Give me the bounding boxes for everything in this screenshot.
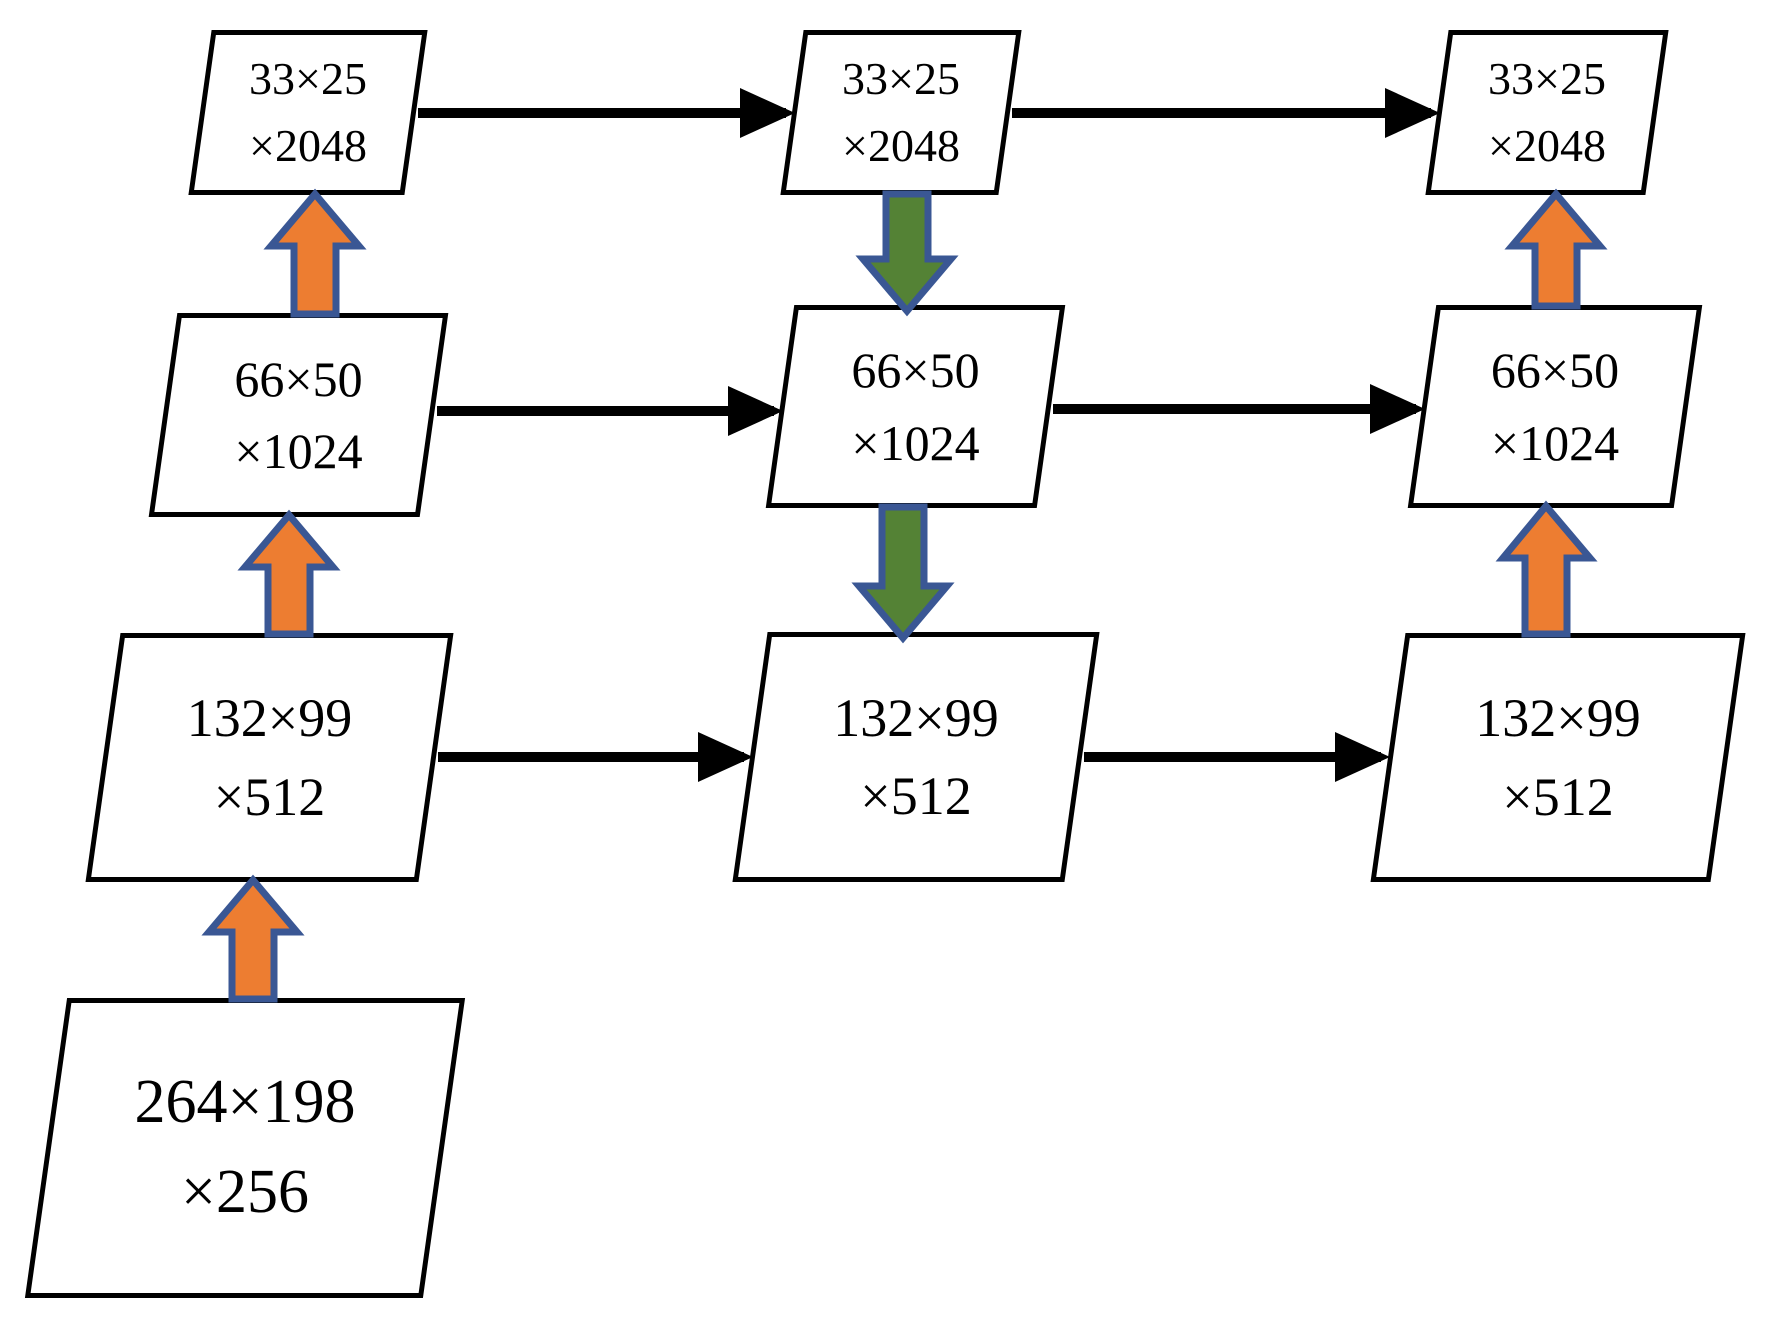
feature-box-label: 33×25 ×2048 xyxy=(1437,30,1657,195)
dims-line1: 33×25 xyxy=(1488,52,1606,104)
dims-line2: ×1024 xyxy=(851,414,980,471)
dims-line2: ×512 xyxy=(1502,766,1614,827)
dims-line2: ×1024 xyxy=(1490,414,1620,471)
dims-line2: ×2048 xyxy=(249,119,367,171)
dims-line2: ×2048 xyxy=(1488,119,1606,171)
dims-line1: 132×99 xyxy=(833,687,999,748)
feature-box-label: 33×25 ×2048 xyxy=(200,30,416,195)
feature-box-row4-col1: 264×198 ×256 xyxy=(24,998,466,1298)
dims-line1: 66×50 xyxy=(1490,342,1620,398)
feature-box-row2-col3: 66×50 ×1024 xyxy=(1407,305,1703,508)
dims-line2: ×512 xyxy=(860,766,972,826)
feature-box-row1-col2: 33×25 ×2048 xyxy=(780,30,1022,195)
upsample-arrow-left-row4-to-row3 xyxy=(201,874,305,1003)
feature-box-row2-col2: 66×50 ×1024 xyxy=(765,305,1066,508)
dims-line1: 66×50 xyxy=(234,350,363,407)
feature-box-row3-col3: 132×99 ×512 xyxy=(1370,633,1746,882)
feature-box-label: 132×99 ×512 xyxy=(1388,633,1728,882)
upsample-arrow-right-row3-to-row2 xyxy=(1495,500,1598,638)
feature-box-row1-col3: 33×25 ×2048 xyxy=(1425,30,1669,195)
dims-line1: 33×25 xyxy=(842,52,960,104)
feature-box-label: 66×50 ×1024 xyxy=(780,305,1051,508)
upsample-arrow-left-row2-to-row1 xyxy=(263,188,367,318)
feature-box-label: 264×198 ×256 xyxy=(46,998,444,1298)
downsample-arrow-middle-row2-to-row3 xyxy=(851,503,955,644)
feature-box-label: 66×50 ×1024 xyxy=(163,313,434,517)
feature-box-label: 66×50 ×1024 xyxy=(1422,305,1688,508)
upsample-arrow-right-row2-to-row1 xyxy=(1504,188,1608,310)
dims-line1: 132×99 xyxy=(1475,688,1641,749)
dims-line1: 264×198 xyxy=(134,1068,356,1137)
dims-line2: ×512 xyxy=(213,766,326,827)
feature-box-row1-col1: 33×25 ×2048 xyxy=(188,30,428,195)
dims-line1: 66×50 xyxy=(851,342,980,398)
upsample-arrow-left-row3-to-row2 xyxy=(237,509,341,638)
feature-box-label: 132×99 ×512 xyxy=(103,633,436,882)
dims-line2: ×2048 xyxy=(842,119,960,171)
downsample-arrow-middle-row1-to-row2 xyxy=(855,190,959,317)
feature-box-label: 132×99 ×512 xyxy=(750,632,1082,882)
dims-line2: ×1024 xyxy=(234,423,363,479)
feature-box-row3-col2: 132×99 ×512 xyxy=(732,632,1100,882)
feature-box-label: 33×25 ×2048 xyxy=(792,30,1010,195)
feature-box-row2-col1: 66×50 ×1024 xyxy=(148,313,449,517)
dims-line2: ×256 xyxy=(181,1158,309,1226)
feature-box-row3-col1: 132×99 ×512 xyxy=(85,633,454,882)
dims-line1: 33×25 xyxy=(249,52,367,104)
dims-line1: 132×99 xyxy=(186,688,353,749)
